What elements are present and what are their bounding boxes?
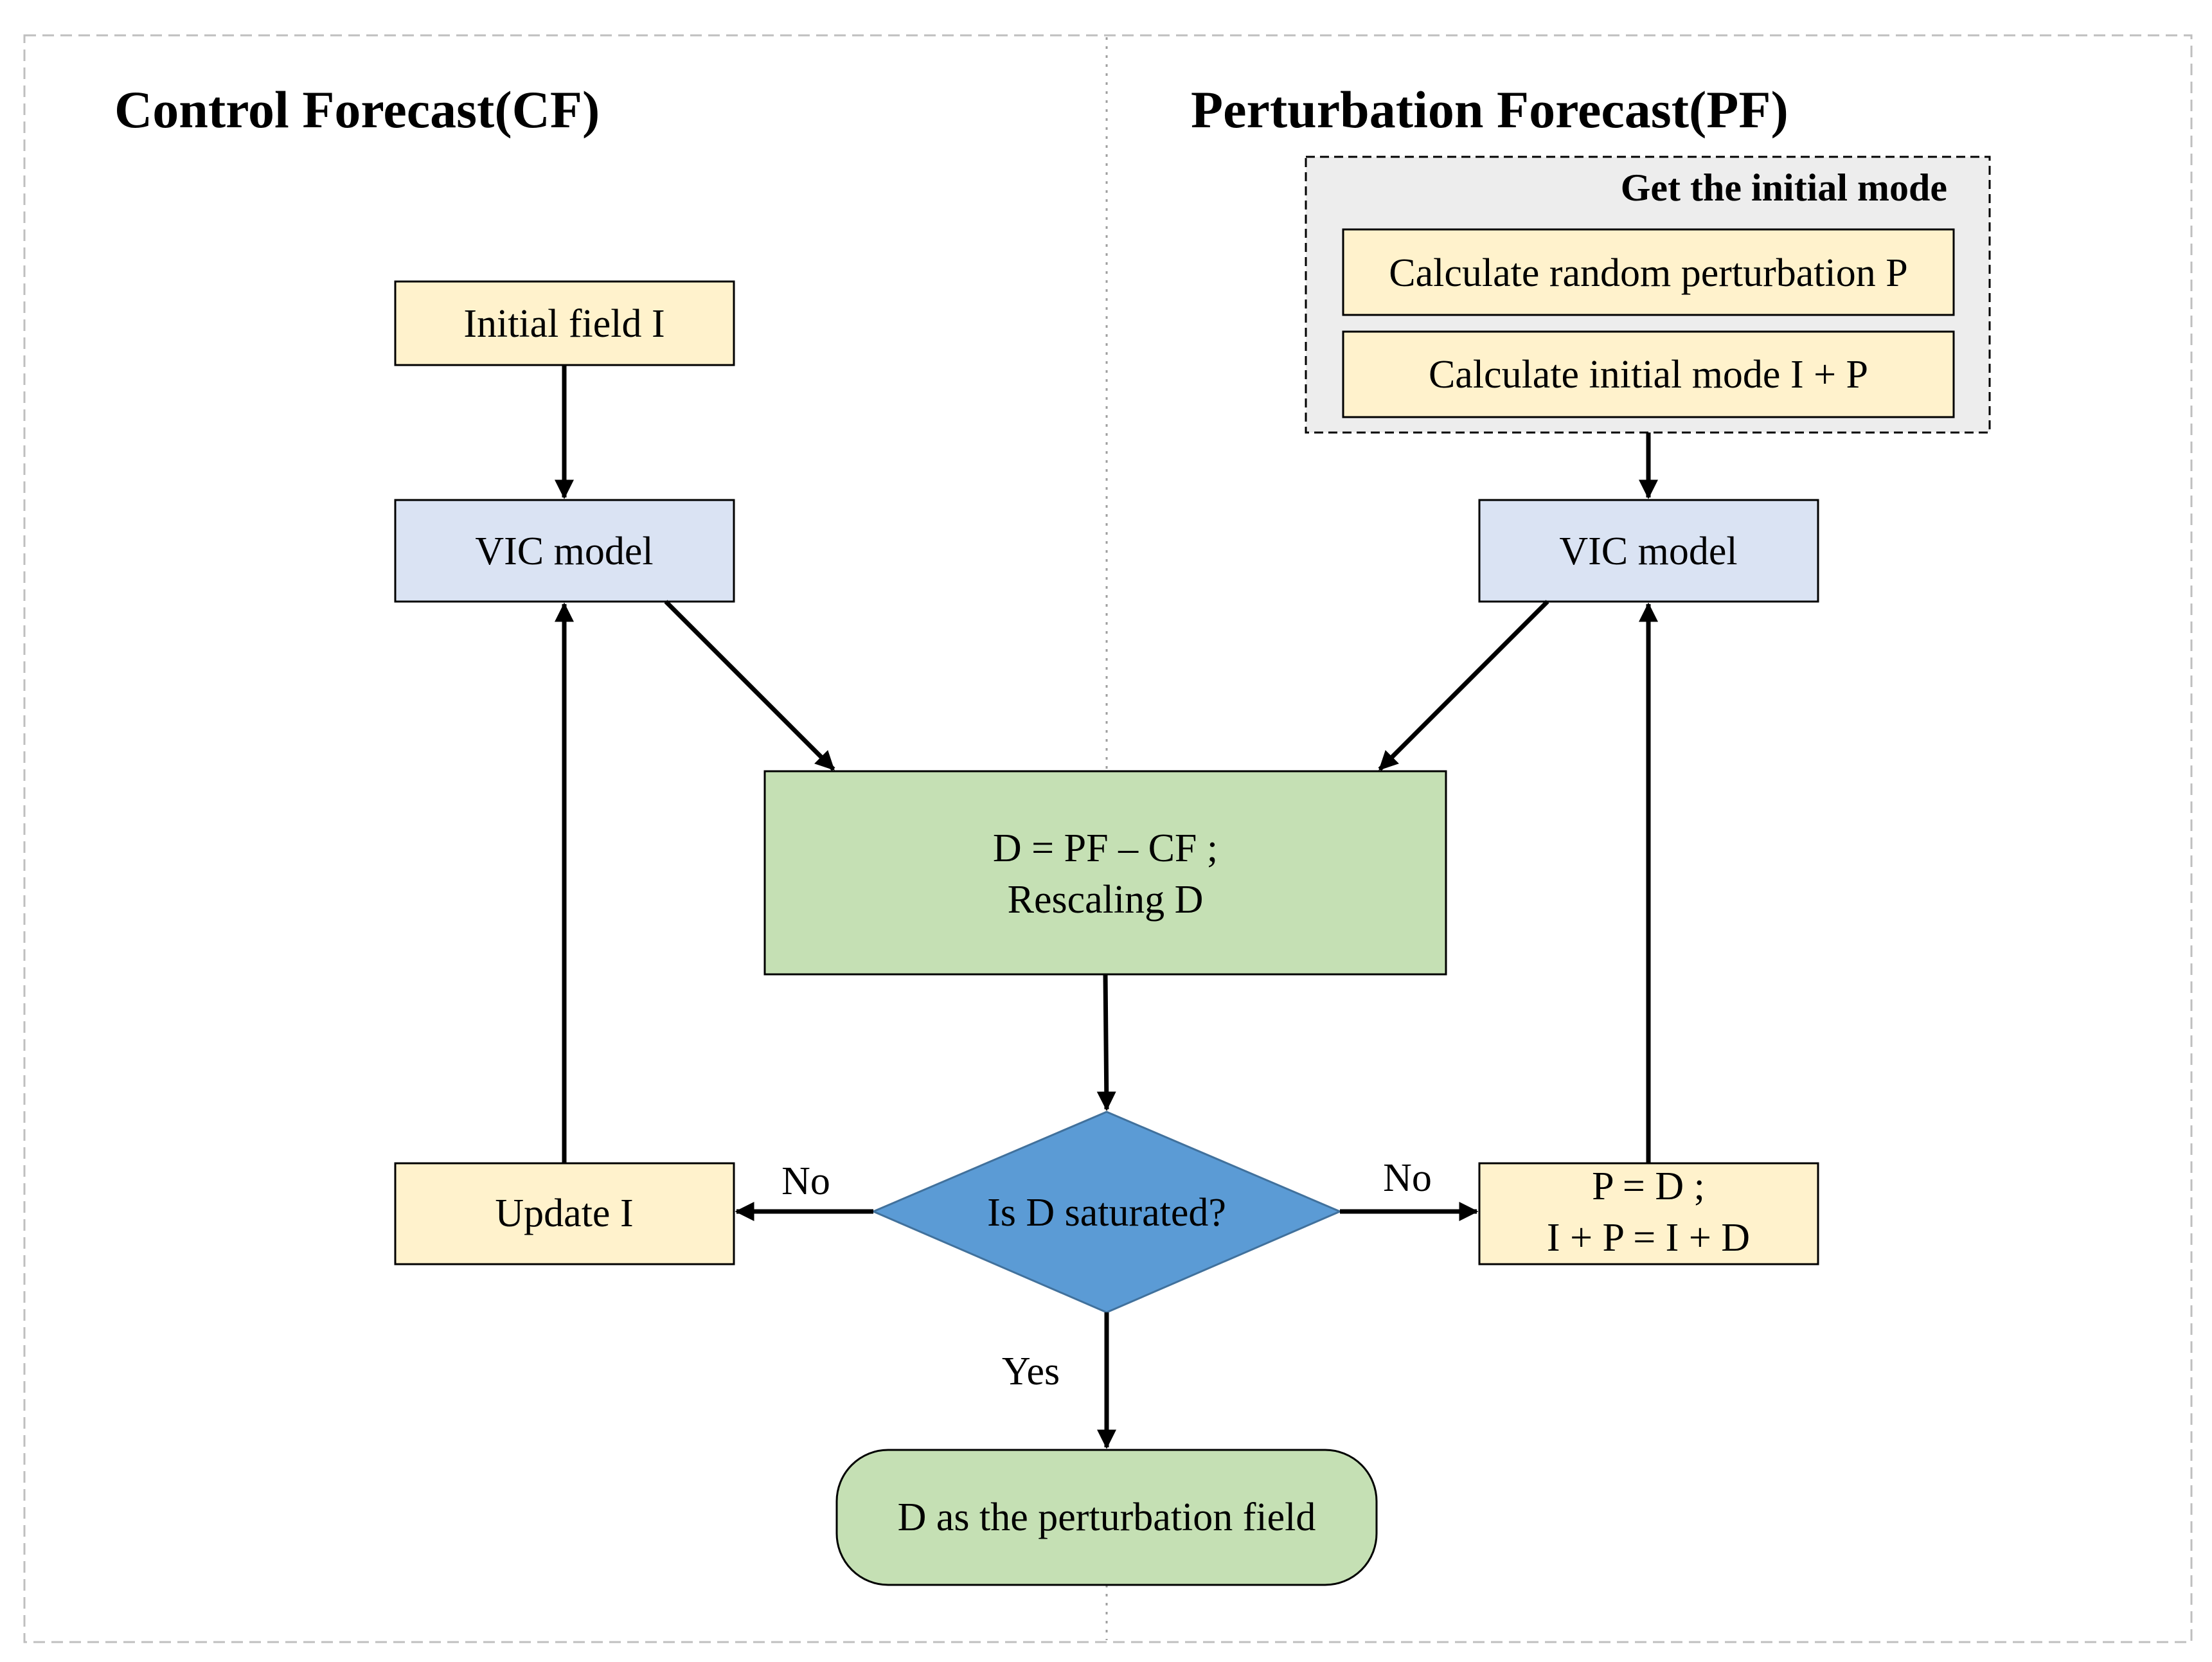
initial-field-label: Initial field I (463, 302, 664, 346)
arrow-difference-to-decision (1096, 974, 1116, 1111)
arrow-vic-left-to-difference (664, 600, 835, 771)
perturbation-update-box (1478, 1162, 1819, 1265)
result-box (835, 1449, 1378, 1586)
vic-model-right-label: VIC model (1559, 530, 1737, 573)
initial-mode-group-label: Get the initial mode (1621, 166, 1947, 209)
outer-frame (23, 34, 2193, 1643)
title-perturbation-forecast: Perturbation Forecast(PF) (1191, 80, 1788, 139)
perturbation-update-line1: P = D ; (1592, 1165, 1705, 1208)
arrow-vic-right-to-difference (1378, 600, 1549, 771)
edge-label-yes: Yes (1002, 1350, 1060, 1393)
calc-random-perturbation-label: Calculate random perturbation P (1389, 251, 1907, 295)
title-control-forecast: Control Forecast(CF) (114, 80, 600, 139)
vic-model-left-box (394, 499, 735, 603)
result-label: D as the perturbation field (898, 1496, 1316, 1539)
edge-label-no-left: No (781, 1159, 830, 1203)
saturation-decision-label: Is D saturated? (987, 1191, 1226, 1235)
perturbation-update-line2: I + P = I + D (1547, 1216, 1750, 1260)
difference-formula-label: D = PF – CF ; (993, 827, 1218, 870)
calc-initial-mode-label: Calculate initial mode I + P (1429, 353, 1868, 397)
update-i-label: Update I (495, 1192, 633, 1235)
update-i-box (394, 1162, 735, 1265)
calc-random-perturbation-box (1342, 228, 1955, 316)
vic-model-left-label: VIC model (475, 530, 653, 573)
vic-model-right-box (1478, 499, 1819, 603)
edge-label-no-right: No (1383, 1156, 1432, 1200)
calc-initial-mode-box (1342, 330, 1955, 418)
initial-field-box (394, 280, 735, 366)
difference-rescaling-box (763, 770, 1447, 976)
rescaling-label: Rescaling D (1008, 878, 1204, 922)
